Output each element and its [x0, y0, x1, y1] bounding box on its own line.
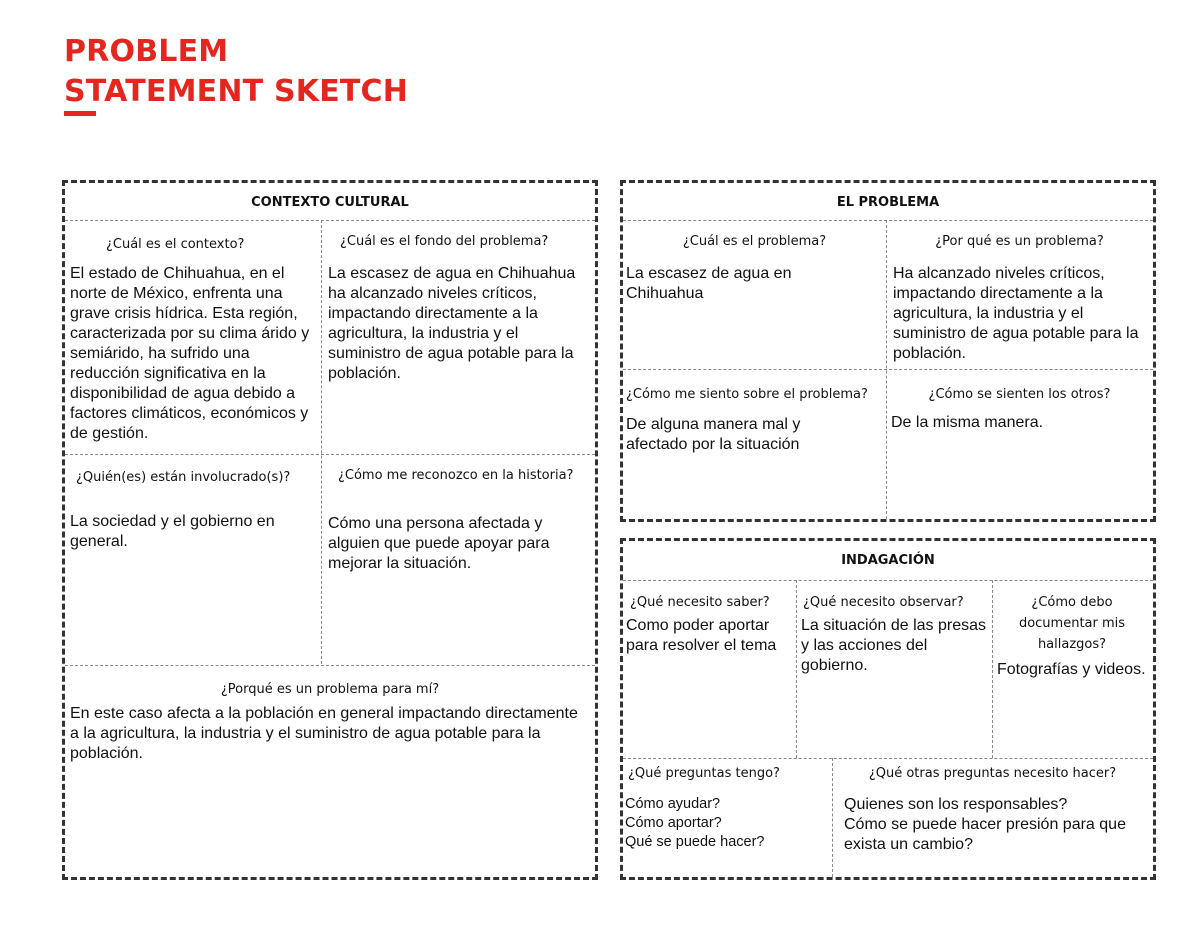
- question-contexto: ¿Cuál es el contexto?: [106, 237, 245, 252]
- divider: [623, 369, 1153, 370]
- answer-fondo-problema: La escasez de agua en Chihuahua ha alcan…: [328, 265, 576, 382]
- answer-involucrados: La sociedad y el gobierno en general.: [70, 513, 275, 550]
- answer-por-que-problema: Ha alcanzado niveles críticos, impactand…: [893, 265, 1139, 362]
- divider: [321, 220, 322, 664]
- answer-cual-problema: La escasez de agua en Chihuahua: [626, 265, 792, 302]
- question-necesito-saber: ¿Qué necesito saber?: [630, 595, 770, 610]
- answer-contexto: El estado de Chihuahua, en el norte de M…: [70, 265, 310, 442]
- contexto-cultural-title: CONTEXTO CULTURAL: [251, 195, 409, 210]
- indagacion-panel: [620, 538, 1156, 880]
- contexto-cultural-panel: [62, 180, 598, 880]
- title-accent-bar: [64, 111, 96, 116]
- indagacion-title: INDAGACIÓN: [841, 553, 935, 568]
- divider: [65, 665, 595, 666]
- answer-reconozco-historia: Cómo una persona afectada y alguien que …: [328, 515, 550, 572]
- page-title-line-1: PROBLEM: [64, 34, 229, 69]
- page-title: PROBLEM STATEMENT SKETCH: [64, 32, 408, 112]
- answer-necesito-observar: La situación de las presas y las accione…: [801, 617, 986, 674]
- answer-documentar-hallazgos: Fotografías y videos.: [997, 661, 1146, 678]
- el-problema-title: EL PROBLEMA: [836, 195, 940, 210]
- question-como-se-sienten: ¿Cómo se sienten los otros?: [928, 387, 1111, 402]
- question-problema-para-mi: ¿Porqué es un problema para mí?: [220, 682, 440, 697]
- question-otras-preguntas: ¿Qué otras preguntas necesito hacer?: [868, 766, 1117, 781]
- el-problema-panel: [620, 180, 1156, 522]
- divider: [796, 580, 797, 758]
- answer-como-me-siento: De alguna manera mal y afectado por la s…: [626, 416, 801, 453]
- answer-preguntas-tengo: Cómo ayudar? Cómo aportar? Qué se puede …: [625, 796, 765, 850]
- divider: [623, 220, 1153, 221]
- question-cual-problema: ¿Cuál es el problema?: [682, 234, 827, 249]
- divider: [992, 580, 993, 758]
- question-reconozco-historia: ¿Cómo me reconozco en la historia?: [338, 468, 574, 483]
- divider: [65, 220, 595, 221]
- question-involucrados: ¿Quién(es) están involucrado(s)?: [76, 470, 291, 485]
- question-documentar-hallazgos: ¿Cómo debo documentar mis hallazgos?: [1018, 595, 1126, 652]
- divider: [832, 758, 833, 877]
- divider: [623, 580, 1153, 581]
- answer-problema-para-mi: En este caso afecta a la población en ge…: [70, 705, 578, 762]
- divider: [623, 758, 1153, 759]
- question-preguntas-tengo: ¿Qué preguntas tengo?: [628, 766, 780, 781]
- question-por-que-problema: ¿Por qué es un problema?: [935, 234, 1104, 249]
- answer-necesito-saber: Como poder aportar para resolver el tema: [626, 617, 777, 654]
- question-fondo-problema: ¿Cuál es el fondo del problema?: [340, 234, 549, 249]
- page-title-line-2: STATEMENT SKETCH: [64, 74, 409, 109]
- divider: [65, 454, 595, 455]
- answer-otras-preguntas: Quienes son los responsables? Cómo se pu…: [844, 796, 1126, 853]
- question-necesito-observar: ¿Qué necesito observar?: [803, 595, 964, 610]
- answer-como-se-sienten: De la misma manera.: [891, 414, 1044, 431]
- question-como-me-siento: ¿Cómo me siento sobre el problema?: [626, 387, 868, 402]
